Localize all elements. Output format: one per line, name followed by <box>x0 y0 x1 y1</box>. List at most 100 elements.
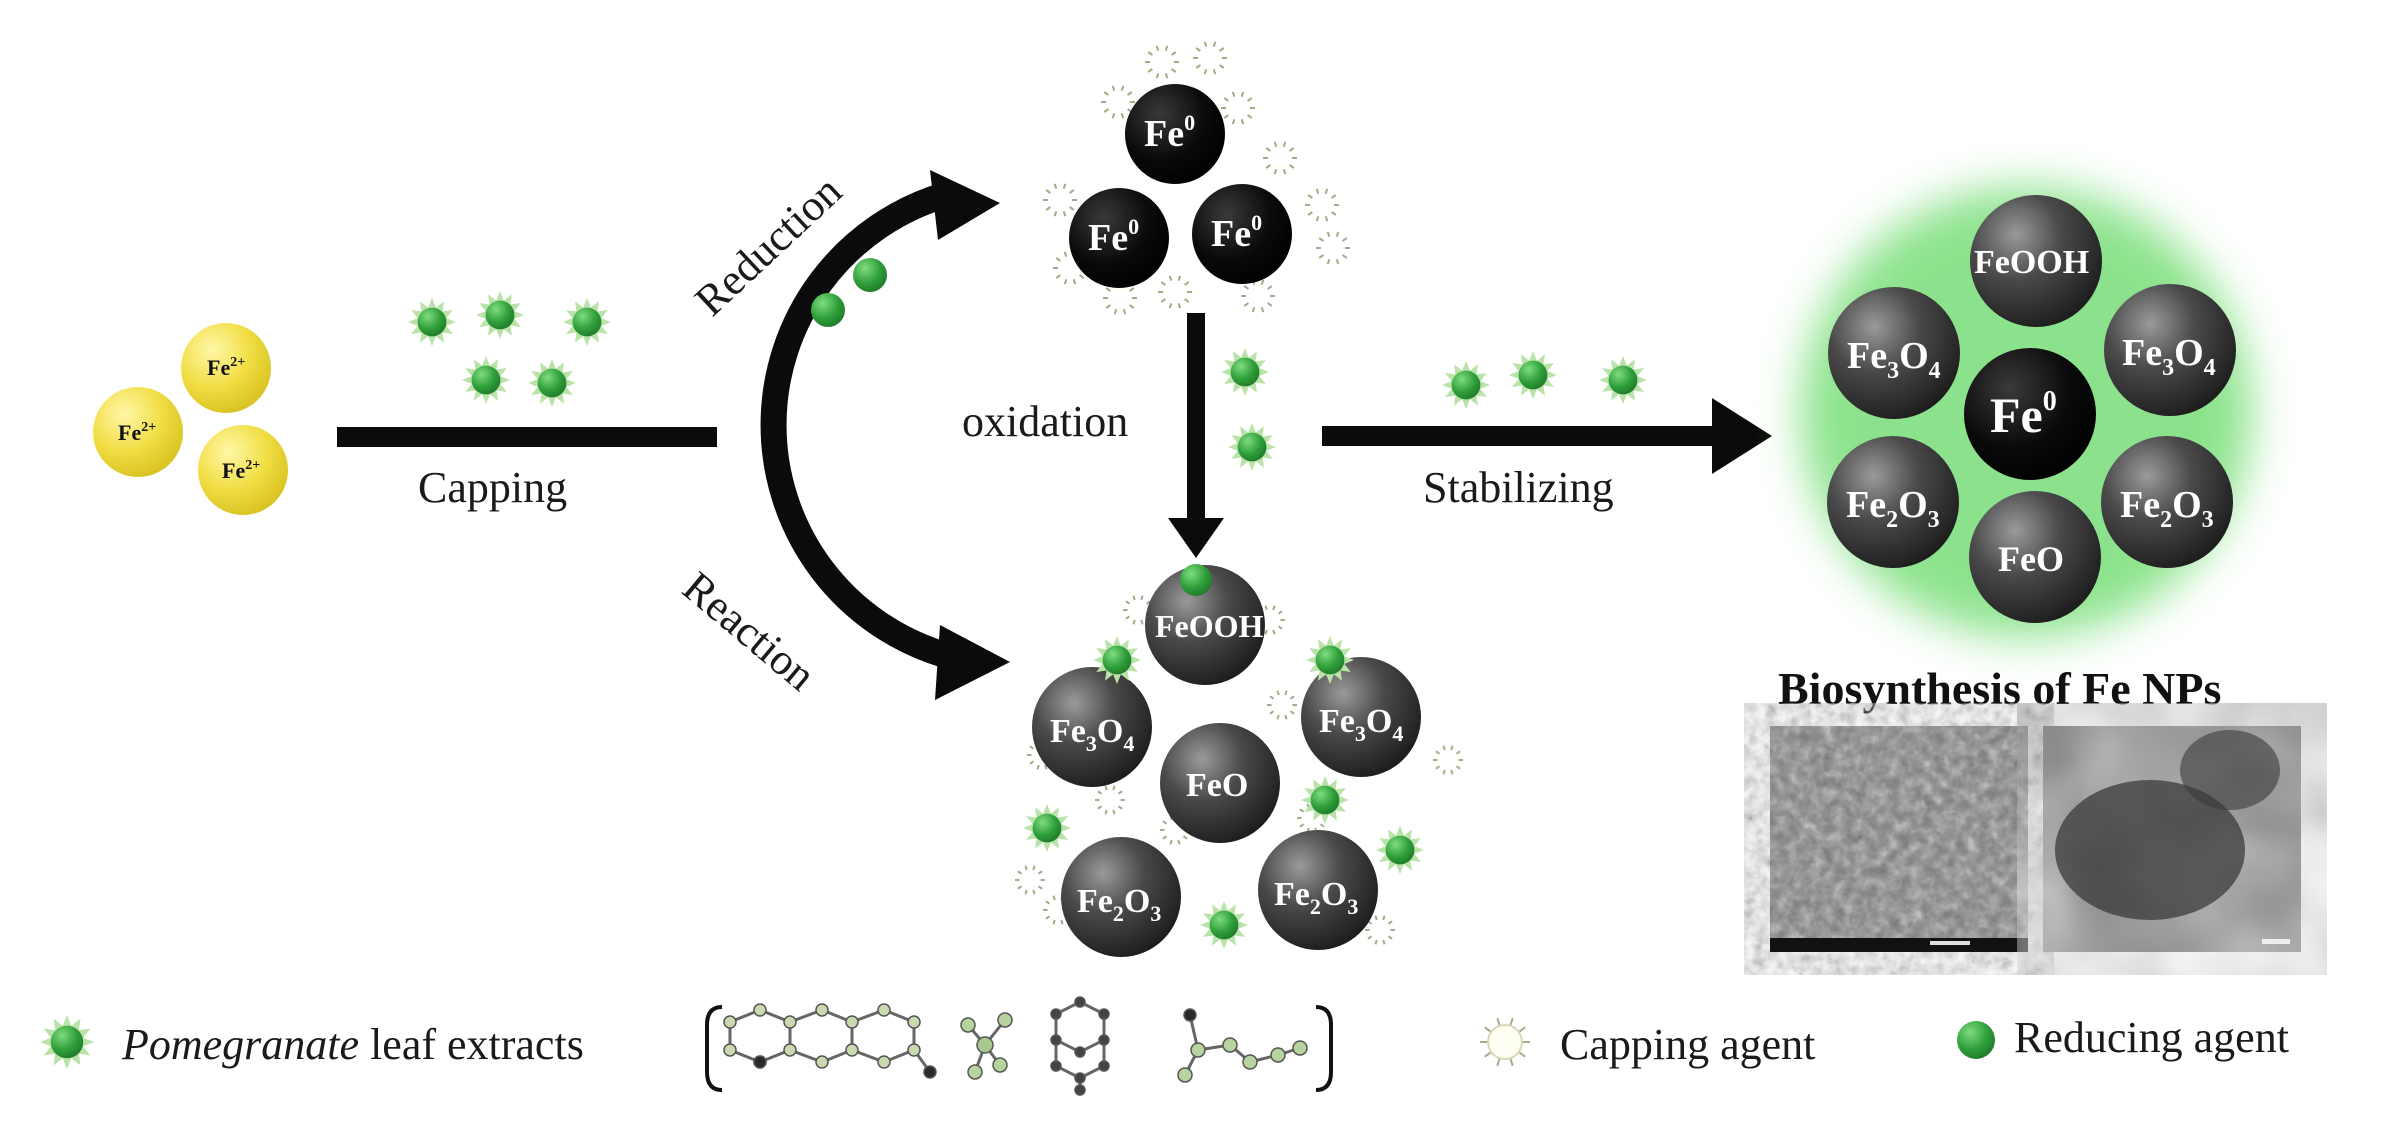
legend-capping-label: Capping agent <box>1560 1020 1815 1069</box>
fe2o3-sphere: Fe2O3 <box>2101 436 2233 568</box>
reducing-agent-dot <box>853 258 887 292</box>
atom <box>877 1003 891 1017</box>
bottom-stars <box>1023 636 1424 949</box>
capping-agent-icon <box>1043 183 1077 217</box>
atom <box>1183 1008 1197 1022</box>
leaf-extract-star-icon <box>462 356 510 404</box>
atom <box>992 1057 1008 1073</box>
atom <box>1177 1067 1193 1083</box>
feooh-sphere: FeOOH <box>1970 195 2102 327</box>
atom <box>1292 1040 1308 1056</box>
svg-text:Fe3O4: Fe3O4 <box>1847 335 1941 384</box>
atom <box>1270 1047 1286 1063</box>
atom <box>723 1015 737 1029</box>
fe0-sphere: Fe0 <box>1192 184 1292 284</box>
atom <box>967 1064 983 1080</box>
fe3o4-sphere: Fe3O4 <box>1032 667 1152 787</box>
leaf-extract-star-icon <box>528 359 576 407</box>
fe2o3-sphere: Fe2O3 <box>1258 830 1378 950</box>
capping-agent-icon <box>1365 915 1395 945</box>
capping-agent-icon <box>1095 785 1125 815</box>
capping-line <box>337 427 717 447</box>
atom <box>845 1043 859 1057</box>
atom <box>815 1055 829 1069</box>
atom <box>783 1043 797 1057</box>
molecule-3-atoms <box>1050 996 1110 1096</box>
fe3o4-sphere: Fe3O4 <box>1828 287 1960 419</box>
fe3o4-sphere: Fe3O4 <box>1301 657 1421 777</box>
leaf-extract-star-icon <box>1306 636 1354 684</box>
leaf-extract-star-icon <box>408 298 456 346</box>
sem-micrograph <box>1770 726 2028 952</box>
panel-title: Biosynthesis of Fe NPs <box>1778 663 2221 714</box>
leaf-extract-star-icon <box>563 298 611 346</box>
reducing-agent-dot <box>811 293 845 327</box>
reducing-agent-dots <box>811 258 887 327</box>
leaf-extract-star-icon <box>1228 423 1276 471</box>
capping-agent-icon <box>1305 188 1339 222</box>
capping-agents-top <box>1043 41 1350 315</box>
atom <box>1074 1084 1086 1096</box>
atom <box>1050 1034 1062 1046</box>
oxidation-stars <box>1221 348 1276 471</box>
svg-text:Fe2+: Fe2+ <box>222 458 260 483</box>
atom <box>1050 1008 1062 1020</box>
reduction-arrowhead <box>930 170 1000 240</box>
svg-text:FeO: FeO <box>1998 539 2064 579</box>
fe2-ion: Fe2+ <box>181 323 271 413</box>
capping-agent-icon <box>1241 279 1275 313</box>
atom <box>923 1065 937 1079</box>
atom <box>907 1043 921 1057</box>
legend-reducing-agent-icon <box>1957 1021 1995 1059</box>
atom <box>877 1055 891 1069</box>
svg-text:Fe0: Fe0 <box>1088 214 1139 259</box>
atom <box>1074 996 1086 1008</box>
legend-capping-agent-icon <box>1480 1017 1530 1067</box>
svg-text:Fe2O3: Fe2O3 <box>1077 883 1161 926</box>
svg-text:FeOOH: FeOOH <box>1974 244 2089 281</box>
atom <box>845 1015 859 1029</box>
capping-agent-icon <box>1433 745 1463 775</box>
svg-text:Fe0: Fe0 <box>1144 110 1195 155</box>
svg-text:Fe3O4: Fe3O4 <box>2122 332 2216 381</box>
atom <box>907 1015 921 1029</box>
legend-reducing-label: Reducing agent <box>2014 1013 2289 1062</box>
leaf-extract-star-icon <box>1509 351 1557 399</box>
svg-text:Fe2+: Fe2+ <box>207 355 245 380</box>
legend-star-icon <box>40 1015 94 1069</box>
svg-text:Fe0: Fe0 <box>1211 210 1262 255</box>
capping-agent-icon <box>1193 41 1227 75</box>
atom <box>1074 1072 1086 1084</box>
atom <box>960 1017 976 1033</box>
fe0-cluster: Fe0 Fe0 Fe0 <box>1069 84 1292 288</box>
reaction-arrowhead <box>935 625 1010 700</box>
capping-agent-icon <box>1263 141 1297 175</box>
fe3o4-sphere: Fe3O4 <box>2104 284 2236 416</box>
oxidation-label: oxidation <box>962 397 1128 446</box>
left-bracket <box>705 1005 723 1092</box>
atom <box>753 1055 767 1069</box>
leaf-extract-star-icon <box>40 1015 94 1069</box>
atom <box>783 1015 797 1029</box>
stabilizing-line <box>1322 426 1732 446</box>
atom <box>1074 1046 1086 1058</box>
leaf-extract-star-icon <box>476 291 524 339</box>
svg-text:Fe2O3: Fe2O3 <box>2120 484 2214 533</box>
oxidation-line <box>1187 313 1205 523</box>
right-bracket <box>1315 1005 1333 1092</box>
svg-text:Fe2O3: Fe2O3 <box>1274 876 1358 919</box>
leaf-extract-star-icon <box>1023 804 1071 852</box>
feo-sphere: FeO <box>1160 723 1280 843</box>
capping-label: Capping <box>418 463 567 512</box>
fe-np-cluster: FeOOH Fe3O4 Fe3O4 Fe0 Fe2O3 Fe2O3 FeO <box>1801 187 2251 637</box>
capping-agent-icon <box>1480 1017 1530 1067</box>
atom <box>1098 1060 1110 1072</box>
svg-text:FeO: FeO <box>1186 767 1248 804</box>
atom <box>1242 1054 1258 1070</box>
atom <box>997 1012 1013 1028</box>
molecule-1-atoms <box>723 1003 937 1079</box>
atom <box>1050 1060 1062 1072</box>
atom <box>753 1003 767 1017</box>
atom <box>976 1036 994 1054</box>
